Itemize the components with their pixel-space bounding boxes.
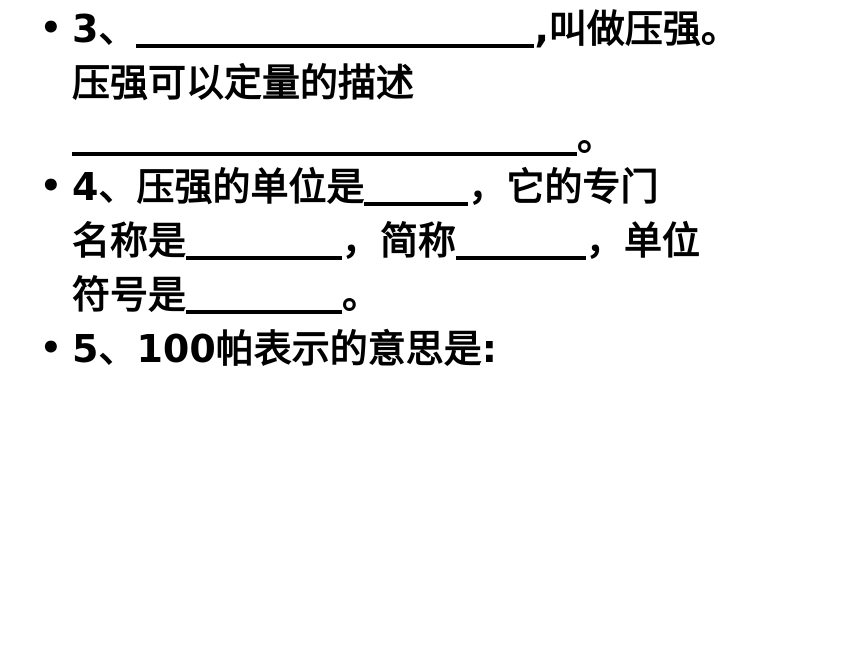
- question-4-text-a: 4、压强的单位是: [72, 165, 365, 209]
- question-4-line-1: 4、压强的单位是 ，它的专门: [72, 160, 822, 214]
- question-4-text-d: ，简称: [342, 219, 457, 263]
- question-3-line-2: 压强可以定量的描述: [72, 61, 415, 105]
- blank-unit[interactable]: [364, 162, 469, 206]
- bullet-dot: •: [40, 8, 62, 48]
- question-4-text: 4、压强的单位是 ，它的专门 名称是 ，简称 ，单位 符号是 。: [72, 160, 822, 322]
- question-3-text: 3、 ,叫做压强。 压强可以定量的描述 。: [72, 2, 822, 164]
- question-5-text: 5、100帕表示的意思是:: [72, 322, 822, 376]
- blank-description[interactable]: [72, 112, 577, 156]
- question-4-text-f: 符号是: [72, 273, 187, 317]
- bullet-dot: •: [40, 328, 62, 368]
- question-4-text-c: 名称是: [72, 219, 187, 263]
- question-4-text-e: ，单位: [586, 219, 701, 263]
- blank-abbreviation[interactable]: [456, 216, 587, 260]
- question-4-line-2: 名称是 ，简称 ，单位: [72, 214, 822, 268]
- blank-special-name[interactable]: [186, 216, 343, 260]
- question-3-number: 3、: [72, 7, 137, 51]
- question-4-line-3: 符号是 。: [72, 268, 822, 322]
- question-5-line-1: 5、100帕表示的意思是:: [72, 327, 497, 371]
- question-4-text-b: ，它的专门: [468, 165, 659, 209]
- question-4-text-g: 。: [342, 273, 381, 317]
- question-3-line-1: 3、 ,叫做压强。: [72, 2, 822, 56]
- question-3-period: 。: [577, 115, 616, 159]
- question-3-line-3: 。: [72, 110, 822, 164]
- blank-unit-symbol[interactable]: [186, 270, 343, 314]
- bullet-dot: •: [40, 166, 62, 206]
- blank-definition[interactable]: [136, 4, 535, 48]
- question-3-suffix: ,叫做压强。: [534, 7, 739, 51]
